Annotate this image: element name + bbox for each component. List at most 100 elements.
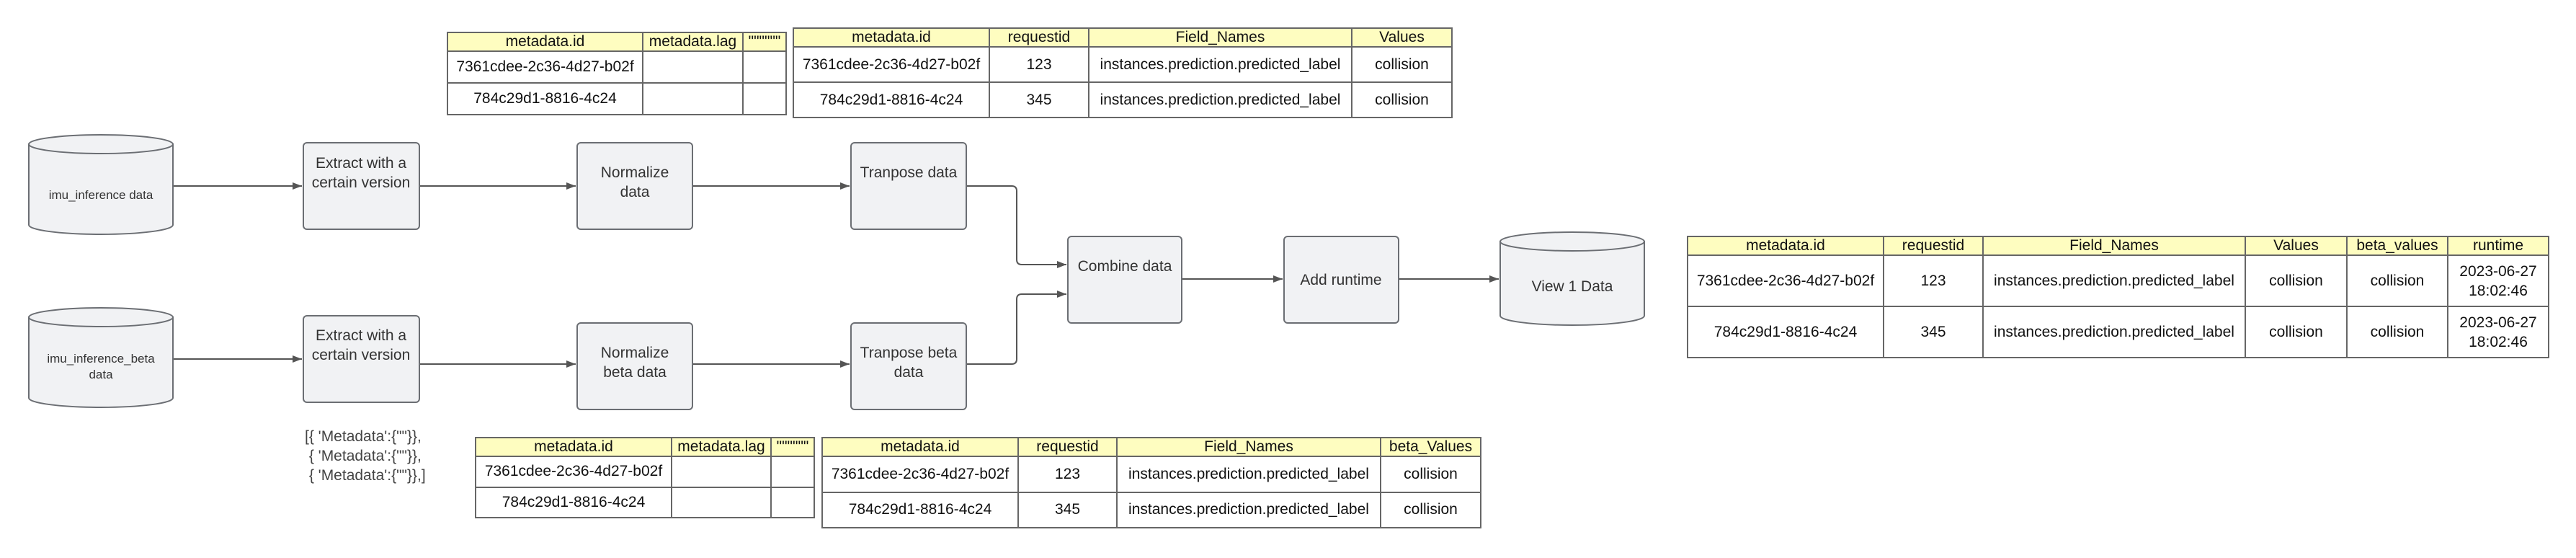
column-header: metadata.id [475, 437, 672, 457]
edges [173, 182, 1499, 368]
label-line: Extract with a [316, 327, 406, 344]
table-cell: instances.prediction.predicted_label [1088, 46, 1352, 83]
table-cell: instances.prediction.predicted_label [1116, 456, 1381, 493]
table-row: 784c29d1-8816-4c24 [447, 82, 787, 115]
table-cell: collision [2346, 306, 2448, 358]
table-row: 7361cdee-2c36-4d27-b02f [475, 456, 815, 488]
table-cell: collision [2245, 306, 2348, 358]
cylinder-label: View 1 Data [1532, 278, 1613, 295]
process-normalize-top[interactable]: Normalize data [576, 142, 693, 230]
table-cell: 2023-06-27 18:02:46 [2447, 306, 2549, 358]
table-cell: 784c29d1-8816-4c24 [1687, 306, 1884, 358]
label-line: Extract with a [316, 155, 406, 172]
table-cell: 784c29d1-8816-4c24 [793, 81, 990, 118]
edge-transpose-top-to-combine [966, 185, 1066, 268]
table-cell: 7361cdee-2c36-4d27-b02f [447, 50, 643, 84]
table-cell: 345 [1017, 491, 1118, 528]
table-cell: collision [2346, 254, 2448, 307]
table-cell: 784c29d1-8816-4c24 [447, 82, 643, 115]
label-line: Normalize [601, 164, 669, 181]
process-combine[interactable]: Combine data [1067, 236, 1182, 324]
table-cell: collision [1380, 456, 1481, 493]
table-cell: 123 [1883, 254, 1984, 307]
label-line: Combine data [1078, 258, 1172, 275]
table-cell: instances.prediction.predicted_label [1982, 306, 2246, 358]
label-line: data [894, 364, 924, 381]
table-cell [742, 50, 787, 84]
label-line: Normalize [601, 345, 669, 361]
process-extract-bottom[interactable]: Extract with a certain version [303, 315, 420, 403]
column-header: metadata.lag [671, 437, 772, 457]
column-header: Field_Names [1116, 437, 1381, 457]
column-header: Values [1351, 27, 1453, 48]
edge-transpose-bottom-to-combine [966, 291, 1066, 365]
cylinder-imu-inference[interactable]: imu_inference data [28, 134, 174, 235]
table-cell: 784c29d1-8816-4c24 [821, 491, 1019, 528]
column-header: metadata.id [1687, 236, 1884, 256]
cylinder-view-data[interactable]: View 1 Data [1499, 231, 1645, 326]
process-label: Extract with a certain version [312, 327, 411, 363]
column-header: metadata.id [821, 437, 1019, 457]
column-header: requestid [1883, 236, 1984, 256]
process-transpose-bottom[interactable]: Tranpose beta data [850, 322, 967, 410]
column-header: Field_Names [1088, 27, 1352, 48]
table-cell: instances.prediction.predicted_label [1116, 491, 1381, 528]
table-cell: 123 [989, 46, 1089, 83]
table-cell: 2023-06-27 18:02:46 [2447, 254, 2549, 307]
label-line: data [620, 184, 650, 200]
table-cell: 7361cdee-2c36-4d27-b02f [793, 46, 990, 83]
table-cell: 7361cdee-2c36-4d27-b02f [475, 456, 672, 488]
table-row: 784c29d1-8816-4c24 [475, 486, 815, 518]
label-line: certain version [312, 347, 411, 363]
table-cell [671, 456, 772, 488]
process-label: Tranpose beta data [860, 345, 958, 381]
table-cell: 7361cdee-2c36-4d27-b02f [1687, 254, 1884, 307]
table-cell: 123 [1017, 456, 1118, 493]
table-cell [671, 486, 772, 518]
label-line: imu_inference_beta [47, 352, 155, 366]
column-header: """""" [770, 437, 815, 457]
table-cell: collision [2245, 254, 2348, 307]
column-header: requestid [989, 27, 1089, 48]
label-line: data [89, 368, 113, 381]
metadata-note: [{ 'Metadata':{""}}, { 'Metadata':{""}},… [305, 428, 426, 484]
column-header: beta_values [2346, 236, 2448, 256]
process-add-runtime[interactable]: Add runtime [1283, 236, 1399, 324]
process-label: Combine data [1078, 258, 1172, 275]
table-cell: collision [1380, 491, 1481, 528]
column-header: Field_Names [1982, 236, 2246, 256]
process-label: Normalize data [601, 164, 669, 200]
column-header: """""" [742, 32, 787, 52]
label-line: Tranpose beta [860, 345, 958, 361]
process-transpose-top[interactable]: Tranpose data [850, 142, 967, 230]
column-header: metadata.id [793, 27, 990, 48]
table-cell: instances.prediction.predicted_label [1982, 254, 2246, 307]
table-cell [642, 82, 744, 115]
label-line: Tranpose data [860, 164, 958, 181]
column-header: requestid [1017, 437, 1118, 457]
table-row: 7361cdee-2c36-4d27-b02f [447, 50, 787, 84]
table-cell: collision [1351, 81, 1453, 118]
table-cell: 7361cdee-2c36-4d27-b02f [821, 456, 1019, 493]
column-header: metadata.lag [642, 32, 744, 52]
table-cell: 345 [989, 81, 1089, 118]
table-cell: instances.prediction.predicted_label [1088, 81, 1352, 118]
